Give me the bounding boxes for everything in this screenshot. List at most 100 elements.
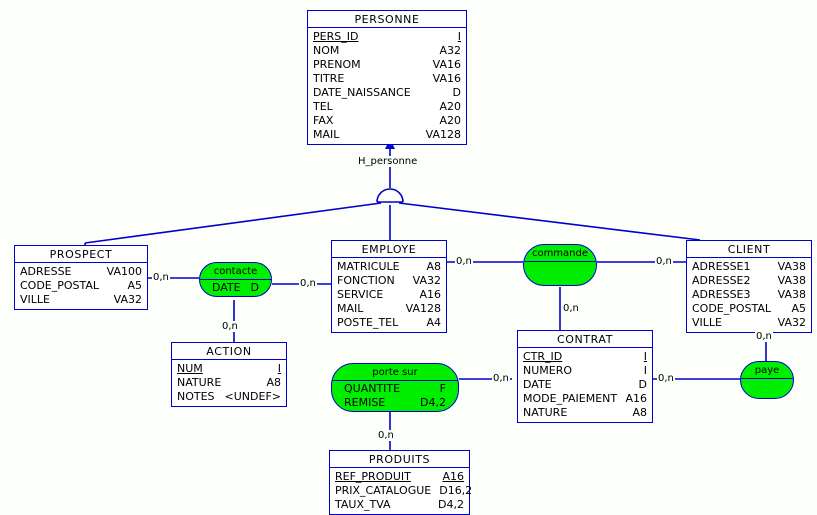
- attribute-name: SERVICE: [337, 288, 384, 301]
- cardinality-employe-commande: 0,n: [455, 256, 473, 267]
- attribute-name: TITRE: [313, 72, 345, 85]
- attribute-name: CODE_POSTAL: [20, 279, 100, 292]
- attribute-name: REMISE: [344, 396, 386, 409]
- attribute-name: ADRESSE3: [692, 288, 751, 301]
- attribute-name: NOTES: [177, 390, 215, 403]
- entity-attributes: MATRICULE A8 FONCTION VA32 SERVICE A16 M…: [332, 258, 446, 332]
- attribute-row: MAIL VA128: [308, 128, 466, 142]
- inheritance-arc: [376, 188, 404, 203]
- attribute-name: TEL: [313, 100, 333, 113]
- line-inh-client: [398, 202, 701, 241]
- entity-title: ACTION: [172, 343, 286, 360]
- attribute-name: FONCTION: [337, 274, 395, 287]
- attribute-name: DATE: [212, 281, 241, 294]
- attribute-row: ADRESSE1 VA38: [687, 260, 811, 274]
- cardinality-contrat-porte-sur: 0,n: [492, 373, 510, 384]
- relation-contacte[interactable]: contacte DATE D: [199, 262, 272, 297]
- attribute-type: VA32: [113, 293, 142, 306]
- attribute-row: DATE_NAISSANCE D: [308, 86, 466, 100]
- relation-attributes: [524, 262, 596, 264]
- attribute-row: NUMERO I: [518, 364, 652, 378]
- attribute-name: MODE_PAIEMENT: [523, 392, 618, 405]
- cardinality-prospect-contacte: 0,n: [152, 272, 170, 283]
- attribute-row: VILLE VA32: [15, 293, 147, 307]
- attribute-name: ADRESSE2: [692, 274, 751, 287]
- cardinality-porte-sur-produits: 0,n: [377, 430, 395, 441]
- attribute-name: PERS_ID: [313, 30, 359, 43]
- attribute-name: NOM: [313, 44, 340, 57]
- attribute-row: QUANTITE F: [332, 382, 458, 396]
- attribute-name: MAIL: [313, 128, 340, 141]
- attribute-row: ADRESSE2 VA38: [687, 274, 811, 288]
- attribute-name: TAUX_TVA: [335, 498, 391, 511]
- entity-personne[interactable]: PERSONNE PERS_ID I NOM A32 PRENOM VA16 T…: [307, 10, 467, 145]
- entity-attributes: NUM I NATURE A8 NOTES <UNDEF>: [172, 360, 286, 406]
- relation-title: commande: [524, 245, 596, 262]
- attribute-type: VA38: [777, 260, 806, 273]
- attribute-type: A32: [439, 44, 461, 57]
- attribute-name: QUANTITE: [344, 382, 401, 395]
- attribute-type: F: [439, 382, 446, 395]
- entity-employe[interactable]: EMPLOYE MATRICULE A8 FONCTION VA32 SERVI…: [331, 240, 447, 333]
- attribute-row: CODE_POSTAL A5: [15, 279, 147, 293]
- attribute-type: A20: [439, 100, 461, 113]
- attribute-row: ADRESSE VA100: [15, 265, 147, 279]
- attribute-type: D16,2: [439, 484, 473, 497]
- entity-prospect[interactable]: PROSPECT ADRESSE VA100 CODE_POSTAL A5 VI…: [14, 245, 148, 310]
- attribute-name: NATURE: [177, 376, 222, 389]
- attribute-row: PRENOM VA16: [308, 58, 466, 72]
- cardinality-client-paye: 0,n: [755, 331, 773, 342]
- attribute-type: I: [277, 362, 281, 375]
- entity-attributes: PERS_ID I NOM A32 PRENOM VA16 TITRE VA16…: [308, 28, 466, 144]
- entity-client[interactable]: CLIENT ADRESSE1 VA38 ADRESSE2 VA38 ADRES…: [686, 240, 812, 333]
- attribute-row: POSTE_TEL A4: [332, 316, 446, 330]
- attribute-type: A20: [439, 114, 461, 127]
- cardinality-contacte-employe: 0,n: [299, 278, 317, 289]
- attribute-row: REMISE D4,2: [332, 396, 458, 410]
- relation-paye[interactable]: paye: [740, 361, 794, 399]
- attribute-name: CODE_POSTAL: [692, 302, 772, 315]
- attribute-row: FAX A20: [308, 114, 466, 128]
- attribute-name: VILLE: [692, 316, 722, 329]
- attribute-type: A8: [426, 260, 441, 273]
- attribute-row: MAIL VA128: [332, 302, 446, 316]
- attribute-row: PERS_ID I: [308, 30, 466, 44]
- attribute-name: VILLE: [20, 293, 50, 306]
- entity-attributes: CTR_ID I NUMERO I DATE D MODE_PAIEMENT A…: [518, 348, 652, 422]
- attribute-row: REF_PRODUIT A16: [330, 470, 469, 484]
- relation-porte-sur[interactable]: porte sur QUANTITE F REMISE D4,2: [331, 363, 459, 412]
- attribute-name: PRIX_CATALOGUE: [335, 484, 432, 497]
- attribute-row: NUM I: [172, 362, 286, 376]
- line-inh-prospect: [84, 202, 382, 244]
- relation-commande[interactable]: commande: [523, 244, 597, 286]
- attribute-name: MAIL: [337, 302, 364, 315]
- attribute-type: VA32: [777, 316, 806, 329]
- attribute-type: D4,2: [420, 396, 446, 409]
- attribute-row: TAUX_TVA D4,2: [330, 498, 469, 512]
- attribute-row: ADRESSE3 VA38: [687, 288, 811, 302]
- attribute-row: VILLE VA32: [687, 316, 811, 330]
- attribute-row: TEL A20: [308, 100, 466, 114]
- attribute-type: VA128: [425, 128, 461, 141]
- attribute-row: PRIX_CATALOGUE D16,2: [330, 484, 473, 498]
- relation-attributes: DATE D: [200, 280, 271, 296]
- attribute-type: VA100: [106, 265, 142, 278]
- attribute-type: VA16: [432, 58, 461, 71]
- attribute-type: I: [643, 350, 647, 363]
- entity-title: PERSONNE: [308, 11, 466, 28]
- entity-produits[interactable]: PRODUITS REF_PRODUIT A16 PRIX_CATALOGUE …: [329, 450, 473, 515]
- attribute-type: VA38: [777, 288, 806, 301]
- attribute-type: D: [250, 281, 259, 294]
- attribute-row: NATURE A8: [172, 376, 286, 390]
- entity-contrat[interactable]: CONTRAT CTR_ID I NUMERO I DATE D MODE_PA…: [517, 330, 653, 423]
- relation-attributes: QUANTITE F REMISE D4,2: [332, 381, 458, 411]
- attribute-name: PRENOM: [313, 58, 361, 71]
- cardinality-commande-client: 0,n: [655, 256, 673, 267]
- attribute-type: A4: [426, 316, 441, 329]
- attribute-row: DATE D: [200, 281, 271, 295]
- attribute-type: D4,2: [438, 498, 464, 511]
- entity-action[interactable]: ACTION NUM I NATURE A8 NOTES <UNDEF>: [171, 342, 287, 407]
- attribute-type: D: [638, 378, 647, 391]
- entity-title: PRODUITS: [330, 451, 469, 468]
- cardinality-contrat-paye: 0,n: [657, 373, 675, 384]
